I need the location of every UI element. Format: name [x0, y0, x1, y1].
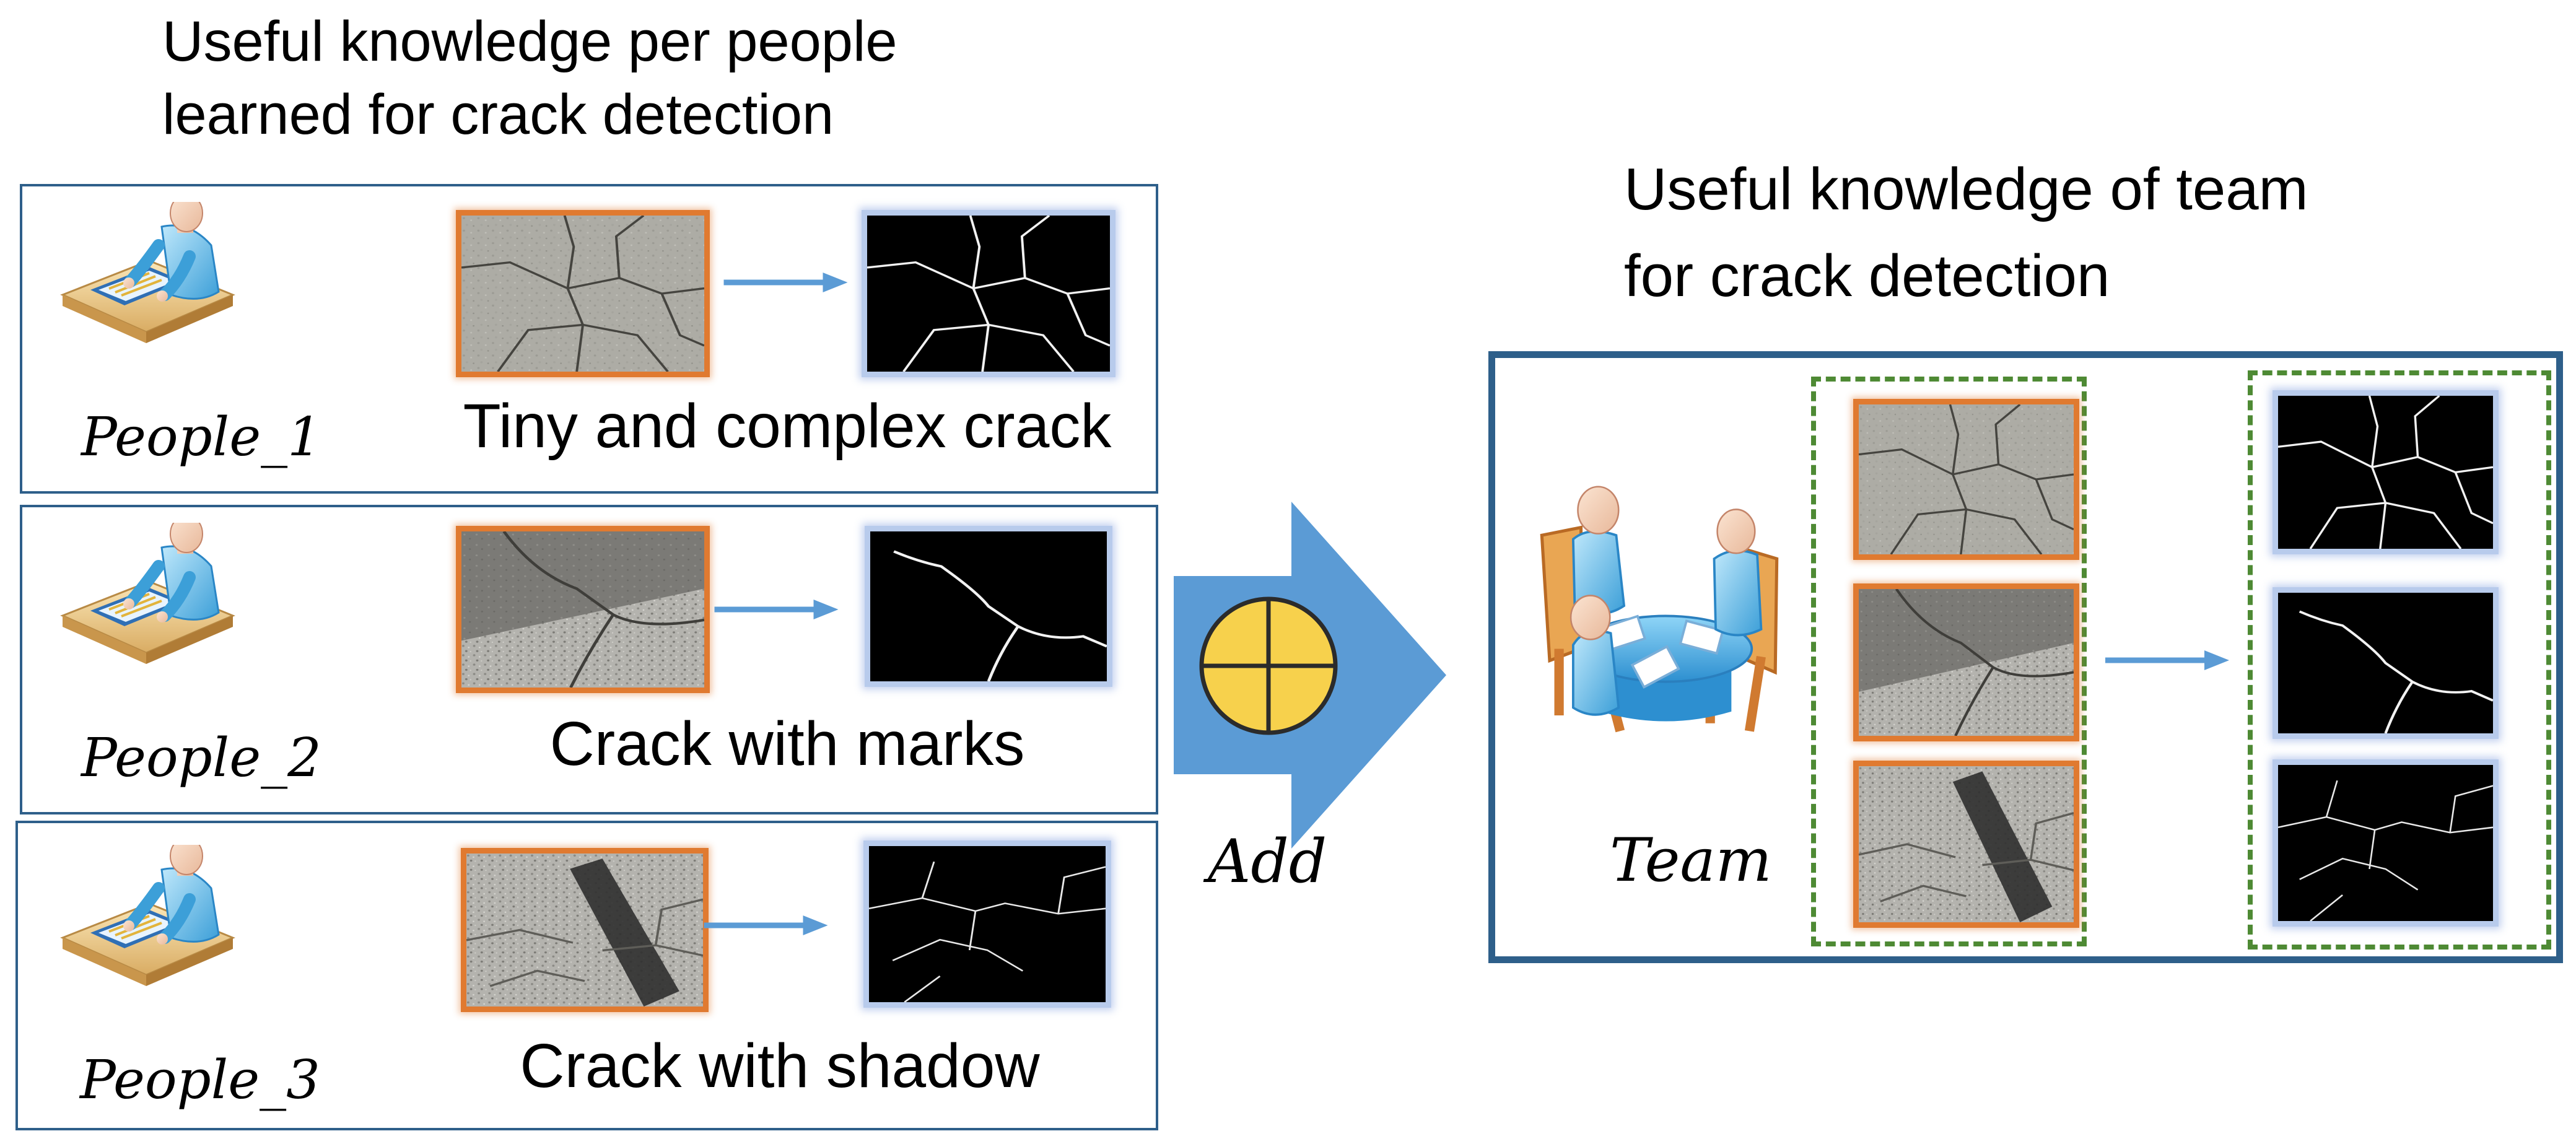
tiny-crack-mask — [862, 210, 1116, 377]
people-2-name: People_2 — [81, 727, 321, 789]
people-1-panel: People_1 Tiny and complex crack — [20, 184, 1158, 494]
left-title: Useful knowledge per people learned for … — [162, 5, 897, 151]
team-meeting-icon — [1526, 473, 1792, 739]
right-title: Useful knowledge of team for crack detec… — [1624, 146, 2308, 320]
person-at-desk-icon — [56, 845, 242, 993]
team-mask-3 — [2273, 759, 2499, 927]
tiny-crack-photo — [456, 210, 710, 377]
team-photo-2 — [1853, 583, 2079, 741]
people-3-name: People_3 — [80, 1049, 320, 1111]
row-2-caption: Crack with marks — [549, 709, 1025, 779]
person-at-desk-icon — [56, 523, 242, 671]
add-label: Add — [1208, 827, 1327, 896]
row-3-caption: Crack with shadow — [520, 1031, 1040, 1101]
marks-crack-photo — [456, 526, 710, 693]
shadow-crack-photo — [461, 848, 709, 1012]
team-mask-1 — [2273, 390, 2499, 554]
team-photo-3 — [1853, 761, 2079, 928]
left-title-line1: Useful knowledge per people — [162, 10, 897, 73]
people-1-name: People_1 — [81, 406, 321, 468]
people-3-panel: People_3 Crack with shadow — [15, 821, 1158, 1130]
input-images-group — [1811, 377, 2087, 946]
shadow-crack-mask — [863, 841, 1111, 1008]
left-title-line2: learned for crack detection — [162, 83, 834, 146]
add-circle-icon — [1199, 596, 1338, 735]
right-arrow-icon — [714, 600, 839, 619]
marks-crack-mask — [865, 526, 1112, 687]
team-label: Team — [1610, 826, 1772, 895]
team-mask-2 — [2273, 587, 2499, 739]
team-photo-1 — [1853, 399, 2079, 560]
output-masks-group — [2248, 370, 2551, 950]
team-panel: Team — [1488, 351, 2563, 963]
right-arrow-icon — [723, 273, 848, 292]
right-title-line2: for crack detection — [1624, 243, 2110, 309]
right-arrow-icon — [704, 915, 828, 935]
row-1-caption: Tiny and complex crack — [463, 391, 1112, 461]
people-2-panel: People_2 Crack with marks — [20, 505, 1158, 814]
person-at-desk-icon — [56, 202, 242, 351]
right-title-line1: Useful knowledge of team — [1624, 156, 2308, 222]
right-arrow-icon — [2105, 650, 2229, 670]
